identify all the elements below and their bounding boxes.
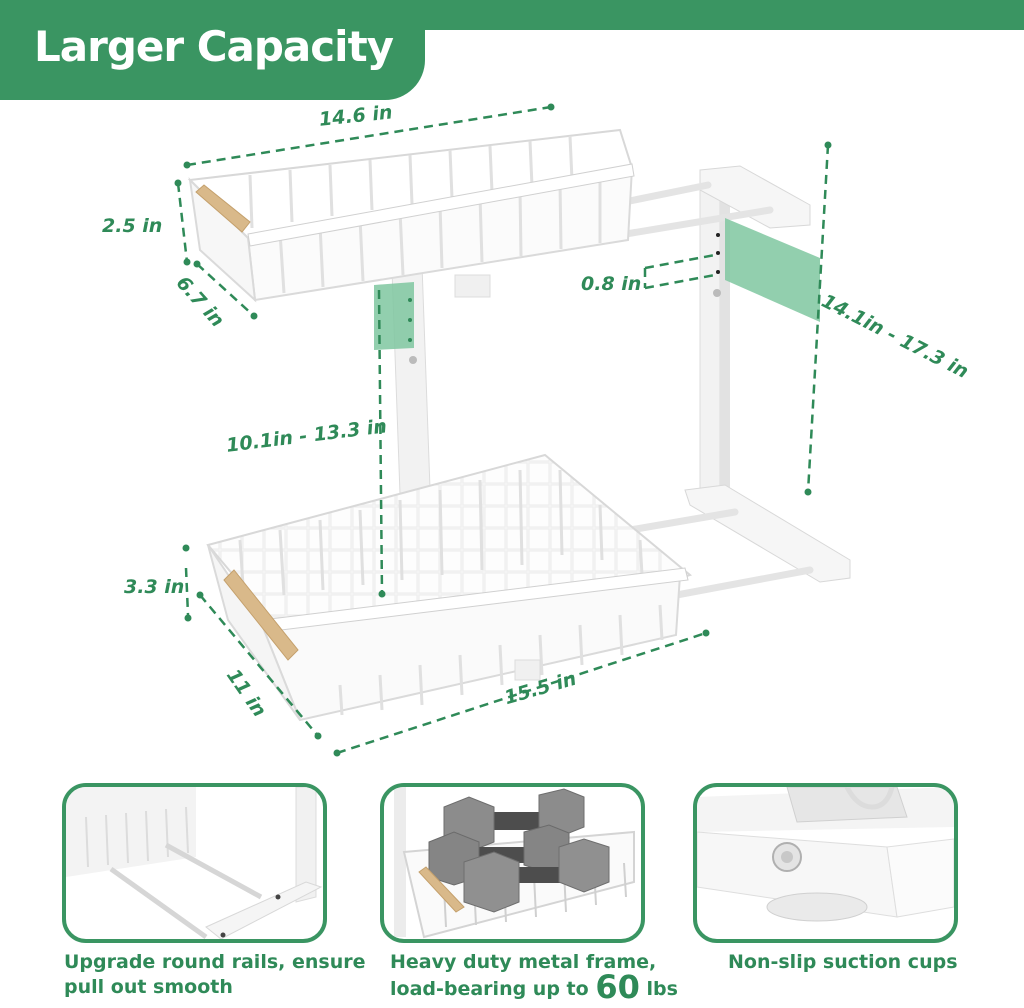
caption-line: Upgrade round rails, ensure — [64, 951, 366, 973]
caption-line: Non-slip suction cups — [728, 951, 958, 973]
feature-card-suction — [693, 783, 958, 943]
caption-text: load-bearing up to — [390, 978, 589, 1000]
feature-caption-suction: Non-slip suction cups — [728, 950, 958, 975]
load-capacity-unit: lbs — [646, 978, 678, 1000]
product-dimension-diagram: 14.6 in 2.5 in 6.7 in 0.8 in 14.1in - 17… — [0, 100, 1024, 760]
feature-caption-rails: Upgrade round rails, ensure pull out smo… — [64, 950, 365, 1000]
round-rails-image — [66, 787, 323, 939]
suction-cup-image — [697, 787, 954, 922]
caption-line: Heavy duty metal frame, — [390, 951, 657, 973]
dim-hole-spacing: 0.8 in — [581, 273, 642, 295]
title-banner: Larger Capacity — [0, 0, 425, 100]
feature-card-rails — [62, 783, 327, 943]
dumbbells-image — [394, 787, 635, 939]
feature-caption-load: Heavy duty metal frame, load-bearing up … — [390, 950, 678, 1003]
dim-top-height: 2.5 in — [102, 215, 163, 237]
caption-line: load-bearing up to 60 lbs — [390, 971, 678, 1003]
caption-line: pull out smooth — [64, 976, 233, 998]
organizer-illustration — [174, 103, 851, 757]
page-title: Larger Capacity — [34, 22, 394, 71]
dim-bottom-height: 3.3 in — [124, 576, 185, 598]
feature-card-load — [380, 783, 645, 943]
load-capacity-number: 60 — [595, 968, 640, 1006]
